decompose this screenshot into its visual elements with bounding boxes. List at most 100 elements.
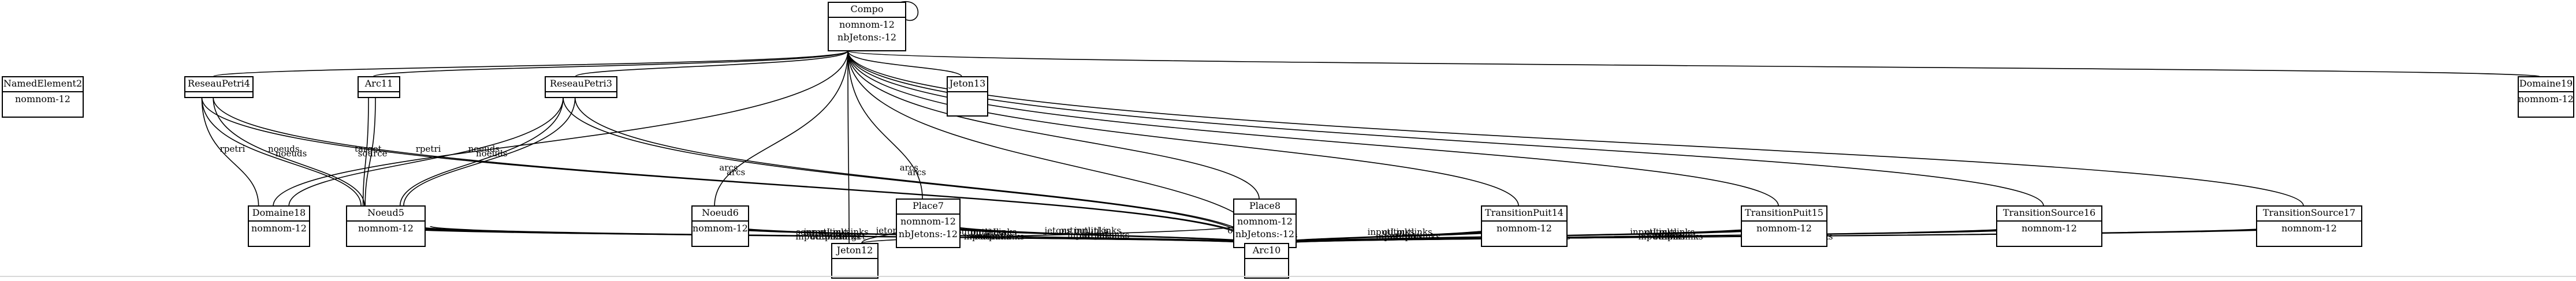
node-jeton13: Jeton13 <box>947 76 988 117</box>
edge-label: jetons <box>875 226 903 236</box>
node-box <box>2 76 84 118</box>
canvas-bottom-border <box>0 276 2576 277</box>
edge-compo-to-transitionsource17 <box>847 50 2304 207</box>
node-attribute: nbJetons:-12 <box>1235 228 1294 239</box>
edge-compo-to-noeud6 <box>714 50 848 207</box>
edge-label: inputLinks <box>1630 227 1677 237</box>
edge-label: inputLinks <box>795 231 842 242</box>
node-arc11: Arc11 <box>358 76 400 98</box>
node-attribute: nomnom-12 <box>1756 223 1812 234</box>
node-jeton12: Jeton12 <box>831 243 878 279</box>
edge-compo-to-transitionpuit14 <box>847 50 1519 207</box>
edge-reseaupetri4-to-arc10 <box>201 97 1251 244</box>
edge-compo-to-reseaupetri3 <box>575 50 848 77</box>
edge-label: inputLinks <box>804 227 851 237</box>
edge-compo-to-place7 <box>847 50 923 200</box>
node-box <box>1244 243 1289 279</box>
node-attribute: nomnom-12 <box>2281 223 2337 234</box>
node-title: Place7 <box>913 200 944 211</box>
edge-place8-to-jeton12 <box>861 223 1250 244</box>
edge-reseaupetri3-to-arc10 <box>563 97 1251 244</box>
edge-compo-to-place8 <box>847 50 1260 200</box>
edge-compo-to-transitionpuit15 <box>847 50 1779 207</box>
node-box <box>1741 205 1827 247</box>
node-box <box>1481 205 1568 247</box>
edge-compo-to-reseaupetri4 <box>213 50 848 77</box>
node-title: Domaine19 <box>2519 78 2573 89</box>
edge-reseaupetri3-to-noeud5 <box>399 97 564 207</box>
edge-compo-to-jeton13 <box>847 50 962 77</box>
node-attribute: nomnom-12 <box>2022 223 2077 234</box>
edge-label: arcs <box>727 167 745 178</box>
edge-reseaupetri3-to-domaine18 <box>288 97 564 207</box>
node-title: NamedElement2 <box>3 78 82 89</box>
node-title: TransitionPuit14 <box>1485 207 1564 218</box>
node-box <box>831 243 878 279</box>
node-box <box>828 2 906 51</box>
node-attribute: nomnom-12 <box>900 216 956 227</box>
node-title: Jeton12 <box>836 245 873 256</box>
node-title: TransitionPuit15 <box>1745 207 1823 218</box>
node-attribute: nomnom-12 <box>2518 93 2574 104</box>
node-title: TransitionSource17 <box>2263 207 2355 218</box>
node-box <box>2518 76 2574 118</box>
edge-compo-to-compo <box>899 1 919 21</box>
edge-compo-to-jeton12 <box>847 50 850 244</box>
edge-reseaupetri3-to-noeud5 <box>403 97 576 207</box>
node-attribute: nomnom-12 <box>15 93 70 104</box>
edge-label: outputlinks <box>1079 230 1129 241</box>
edge-arc11-to-noeud5 <box>362 97 369 207</box>
node-attribute: nomnom-12 <box>693 223 748 234</box>
edge-label: outputlinks <box>819 227 869 237</box>
node-box <box>184 76 254 98</box>
edge-compo-to-arc11 <box>373 50 848 77</box>
node-box <box>346 205 426 247</box>
edge-label: source <box>358 148 388 159</box>
edge-reseaupetri4-to-noeud5 <box>201 97 362 207</box>
node-transitionsource17: TransitionSource17 nomnom-12 <box>2256 205 2362 247</box>
edge-compo-to-transitionsource16 <box>847 50 2044 207</box>
node-attribute: nomnom-12 <box>251 223 307 234</box>
edge-reseaupetri4-to-noeud5 <box>213 97 365 207</box>
edge-compo-to-domaine18 <box>273 50 848 207</box>
edge-label: inputLinks <box>1368 227 1414 237</box>
edge-label: rpetri <box>416 144 441 154</box>
node-box <box>1233 198 1297 248</box>
edge-label: rpetri <box>220 144 245 154</box>
edge-label: target <box>355 144 382 154</box>
node-attribute: nomnom-12 <box>839 19 895 30</box>
node-transitionpuit15: TransitionPuit15 nomnom-12 <box>1741 205 1827 247</box>
edge-label: noeuds <box>276 148 307 159</box>
edge-label: noeuds <box>468 144 500 154</box>
edge-label: outputlinks <box>1383 227 1432 237</box>
edge-label: jetons <box>1043 226 1071 236</box>
node-attribute: nbJetons:-12 <box>899 228 958 239</box>
edge-reseaupetri4-to-arc10 <box>213 97 1255 244</box>
node-title: Arc11 <box>364 78 393 89</box>
node-box <box>358 76 400 98</box>
node-box <box>248 205 310 247</box>
node-box <box>947 76 988 117</box>
node-noeud5: Noeud5 nomnom-12 <box>346 205 426 247</box>
node-domaine19: Domaine19 nomnom-12 <box>2518 76 2574 118</box>
edge-label: arcs <box>907 167 926 178</box>
edge-reseaupetri3-to-arc10 <box>574 97 1255 244</box>
node-title: ReseauPetri3 <box>550 78 612 89</box>
edge-reseaupetri4-to-domaine18 <box>201 97 259 207</box>
edge-arc11-to-noeud5 <box>364 97 376 207</box>
edge-label: noeuds <box>268 144 300 154</box>
node-title: Jeton13 <box>948 78 986 89</box>
node-box <box>1996 205 2102 247</box>
node-title: Noeud5 <box>367 207 404 218</box>
node-attribute: nomnom-12 <box>358 223 414 234</box>
node-namedelement2: NamedElement2 nomnom-12 <box>2 76 84 118</box>
